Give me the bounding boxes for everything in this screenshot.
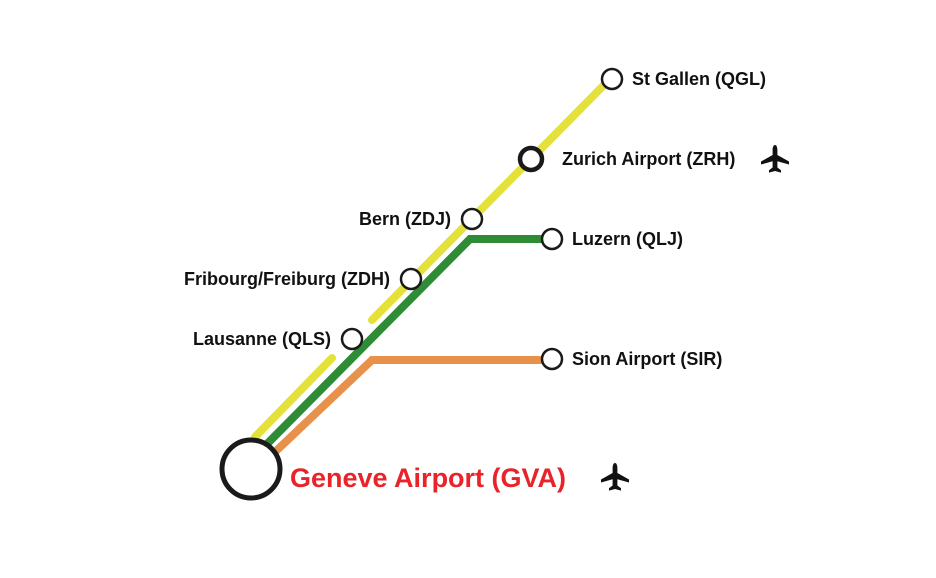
- label-geneve-airport: Geneve Airport (GVA): [290, 463, 566, 493]
- label-st-gallen: St Gallen (QGL): [632, 69, 766, 89]
- yellow-line: [251, 82, 607, 441]
- station-luzern[interactable]: [540, 227, 564, 251]
- airplane-icon: [761, 145, 789, 173]
- station-fribourg[interactable]: [399, 267, 423, 291]
- label-bern: Bern (ZDJ): [359, 209, 451, 229]
- station-sion-airport[interactable]: [540, 347, 564, 371]
- airplane-icon: [601, 463, 629, 491]
- yellow-line-segment-lower: [251, 354, 336, 441]
- label-lausanne: Lausanne (QLS): [193, 329, 331, 349]
- label-zurich-airport: Zurich Airport (ZRH): [562, 149, 735, 169]
- station-bern[interactable]: [460, 207, 484, 231]
- station-lausanne[interactable]: [340, 327, 364, 351]
- station-geneve-airport[interactable]: [219, 437, 283, 501]
- green-line: [263, 235, 550, 448]
- station-st-gallen[interactable]: [600, 67, 624, 91]
- station-zurich-airport[interactable]: [517, 145, 545, 173]
- label-fribourg: Fribourg/Freiburg (ZDH): [184, 269, 390, 289]
- label-sion-airport: Sion Airport (SIR): [572, 349, 722, 369]
- orange-line: [272, 356, 550, 455]
- label-luzern: Luzern (QLJ): [572, 229, 683, 249]
